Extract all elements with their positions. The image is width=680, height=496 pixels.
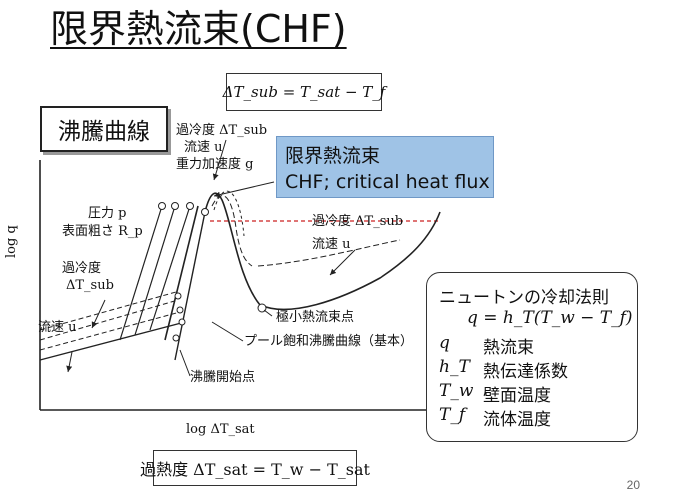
onset-point-2	[176, 306, 184, 314]
newton-formula: q = h_T(T_w − T_f)	[467, 308, 633, 328]
nucleate-line-2	[134, 205, 176, 336]
subcooling-formula-box: ΔT_sub = T_sat − T_f	[223, 73, 385, 111]
arrow-velocity-left	[66, 351, 73, 373]
onset-point-3	[178, 318, 186, 326]
chf-callout-title: 限界熱流束	[285, 145, 381, 167]
newton-symbol: T_w	[439, 381, 474, 401]
arrow-subcool-left	[91, 299, 106, 329]
page-title: 限界熱流束(CHF)	[50, 7, 347, 51]
label-min-heat-flux: 極小熱流束点	[276, 310, 355, 325]
newton-row: T_f 流体温度	[439, 405, 629, 430]
onset-point-1	[174, 292, 182, 300]
label-pressure: 圧力 p	[88, 206, 127, 221]
arrow-velocity-right	[329, 249, 356, 276]
boiling-curve-label-box: 沸騰曲線	[40, 106, 168, 152]
label-velocity-right: 流速 u	[312, 237, 351, 252]
x-axis-label: log ΔT_sat	[186, 422, 255, 437]
label-subcool-right: 過冷度 ΔT_sub	[312, 214, 404, 229]
newton-symbol: q	[439, 333, 450, 353]
label-velocity-left: 流速 u	[38, 320, 77, 335]
newton-meaning: 壁面温度	[483, 386, 551, 406]
pressure-point-1	[158, 202, 166, 210]
label-roughness: 表面粗さ R_p	[62, 224, 143, 239]
newton-heading: ニュートンの冷却法則	[439, 288, 609, 308]
label-subcool-top-1: 過冷度 ΔT_sub	[176, 123, 268, 138]
convection-line-1	[39, 321, 186, 361]
label-onset: 沸騰開始点	[190, 370, 256, 385]
label-subcool-top-2: 流速 u	[184, 140, 223, 155]
newton-symbol: T_f	[439, 405, 466, 425]
convection-line-2	[39, 311, 181, 351]
nucleate-line-4	[164, 205, 199, 341]
leader-onset	[179, 349, 191, 377]
newton-row: h_T 熱伝達係数	[439, 357, 629, 382]
leader-pool-curve	[211, 321, 244, 342]
chf-callout-subtitle: CHF; critical heat flux	[285, 171, 490, 193]
newton-meaning: 熱伝達係数	[483, 362, 568, 382]
page-number: 20	[626, 478, 640, 492]
superheat-formula-box: 過熱度 ΔT_sat = T_w − T_sat	[140, 450, 370, 486]
newton-row: T_w 壁面温度	[439, 381, 629, 406]
subcooled-film-curve	[257, 239, 401, 267]
label-subcool-top-3: 重力加速度 g	[176, 157, 254, 172]
label-subcool-left-2: ΔT_sub	[66, 278, 114, 293]
newton-symbol: h_T	[439, 357, 470, 377]
chf-point	[201, 208, 209, 216]
newton-meaning: 熱流束	[483, 338, 534, 358]
label-subcool-left-1: 過冷度	[62, 261, 102, 276]
y-axis-label: log q	[4, 225, 19, 258]
arrow-chf-right	[213, 181, 275, 198]
newton-cooling-box: ニュートンの冷却法則 q = h_T(T_w − T_f) q 熱流束 h_T …	[426, 272, 638, 442]
label-pool-curve: プール飽和沸騰曲線（基本）	[244, 334, 414, 349]
pressure-point-2	[171, 202, 179, 210]
nucleate-line-5	[174, 211, 206, 361]
leader-min-heat-flux	[263, 309, 273, 317]
nucleate-line-1	[119, 205, 163, 341]
onset-point-4	[172, 334, 180, 342]
chf-callout-box: 限界熱流束 CHF; critical heat flux	[276, 136, 494, 198]
newton-row: q 熱流束	[439, 333, 629, 358]
arrow-subcool-top	[212, 139, 227, 181]
subcooled-curve-2	[213, 190, 245, 237]
newton-meaning: 流体温度	[483, 410, 551, 430]
pressure-point-3	[186, 202, 194, 210]
nucleate-line-3	[149, 205, 191, 331]
